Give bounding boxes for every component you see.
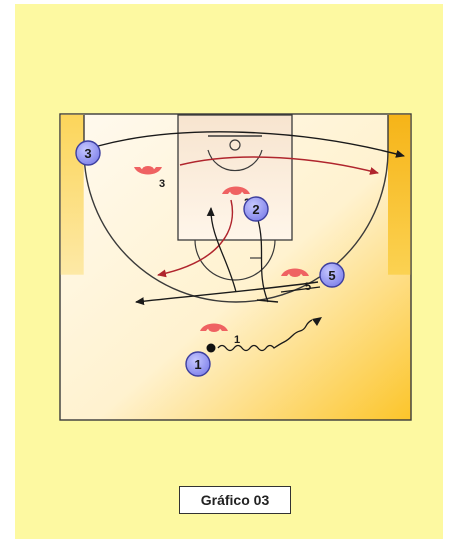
red-cut-arrow-left: [157, 199, 234, 278]
defender-label-3: 3: [159, 178, 165, 190]
defender-label-1: 1: [234, 334, 240, 346]
defender-icon: [281, 268, 309, 277]
free-throw-circle-lower: [194, 239, 276, 281]
offense-player-5: 5: [319, 262, 345, 288]
offense-label-2: 2: [252, 202, 259, 217]
restricted-arc: [207, 149, 263, 172]
offense-players: 3 2 5 1: [75, 140, 345, 377]
defender-icon: [134, 166, 162, 175]
screen-bar: [256, 299, 279, 303]
offense-player-2: 2: [243, 196, 269, 222]
cut-to-basket-arrow: [206, 207, 237, 293]
rim: [229, 139, 241, 151]
defender-icon: [222, 186, 250, 195]
ball-icon: [206, 343, 216, 353]
movements: [97, 131, 405, 352]
defender-label-5: 5: [305, 281, 311, 293]
defenders: 3 2 5 1: [134, 166, 311, 346]
right-sideline-strip: [388, 114, 411, 275]
court: [59, 113, 412, 421]
defender-icon: [200, 323, 228, 332]
dribble-wavy-arrow: [217, 319, 313, 352]
offense-label-5: 5: [328, 268, 335, 283]
red-cut-arrow-top: [179, 156, 379, 175]
offense-label-1: 1: [194, 357, 201, 372]
player3-cut-arrow: [97, 131, 405, 158]
player2-screen-path: [257, 219, 269, 303]
offense-label-3: 3: [84, 146, 91, 161]
three-point-line: [83, 115, 389, 303]
offense-player-1: 1: [185, 351, 211, 377]
left-sideline-strip: [60, 114, 84, 275]
offense-player-3: 3: [75, 140, 101, 166]
caption-text: Gráfico 03: [200, 492, 270, 508]
player5-pass-arrow: [135, 281, 319, 306]
figure-caption: Gráfico 03: [179, 486, 291, 514]
